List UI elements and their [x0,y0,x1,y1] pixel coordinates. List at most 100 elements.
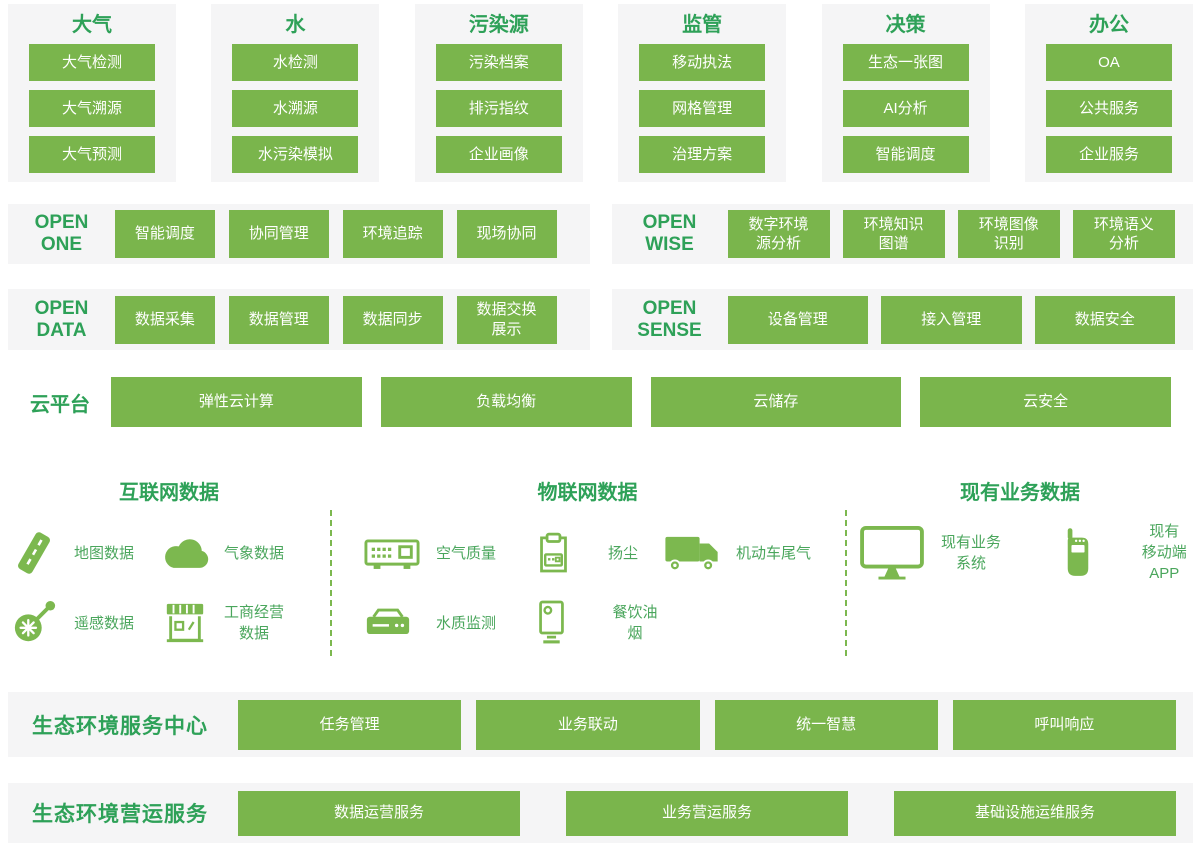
platform-box: 数字环境 源分析 [727,210,830,258]
platform-box: 智能调度 [115,210,215,258]
platform-box: 设备管理 [727,295,868,344]
road-icon [12,531,62,575]
dust-monitor-icon [536,532,596,575]
app-column: 监管移动执法网格管理治理方案 [618,4,787,182]
source-item: 机动车尾气 [664,525,845,581]
platform-label: OPEN SENSE [637,297,702,341]
app-box: 水污染模拟 [232,136,359,173]
source-item-label: 水质监测 [436,614,497,632]
source-item: 水质监测 [364,595,536,651]
source-item-label: 餐饮油烟 [612,604,658,642]
platform-box: 数据管理 [228,295,329,344]
source-item-label: 扬尘 [608,544,639,562]
truck-icon [664,534,724,572]
column-title: 决策 [885,14,926,36]
service-box: 业务联动 [476,699,700,750]
source-item: 地图数据 [12,525,162,581]
app-box: 排污指纹 [435,90,562,127]
column-title: 大气 [72,14,112,36]
app-box: 生态一张图 [842,44,969,81]
app-box: 大气溯源 [29,90,155,127]
store-icon [162,601,212,645]
column-title: 监管 [682,14,723,36]
source-group: 互联网数据地图数据 气象数据遥感数据 工商经营 数据 [8,450,330,651]
platform-items: 智能调度协同管理环境追踪现场协同 [115,210,590,258]
desktop-monitor-icon [859,525,929,581]
app-box: 水检测 [232,44,359,81]
app-box: 大气检测 [29,44,155,81]
band-service-items: 任务管理业务联动统一智慧呼叫响应 [238,699,1193,750]
operation-box: 业务营运服务 [566,790,848,836]
platform-row-1: OPEN ONE 智能调度协同管理环境追踪现场协同 OPEN WISE 数字环境 源分… [8,204,1193,264]
platform-panel-right: OPEN WISE 数字环境 源分析环境知识 图谱环境图像 识别环境语义 分析 [611,204,1194,264]
app-box: OA [1045,44,1172,81]
operation-band-label: 生态环境营运服务 [32,803,208,826]
source-item-label: 气象数据 [224,544,285,562]
source-item: 遥感数据 [12,595,162,651]
platform-box: 环境追踪 [342,210,443,258]
cloud-box: 弹性云计算 [111,377,362,427]
air-monitor-icon [364,535,424,572]
app-box: 治理方案 [639,136,766,173]
app-box: 智能调度 [842,136,969,173]
sources-section: 互联网数据地图数据 气象数据遥感数据 工商经营 数据 物联网数据空气质量 扬尘 机动车尾气… [0,450,1202,678]
source-group-title: 物联网数据 [537,482,638,504]
app-column: 污染源污染档案排污指纹企业画像 [414,4,583,182]
operation-band: 生态环境营运服务 数据运营服务业务营运服务基础设施运维服务 [8,783,1193,843]
platform-box: 环境知识 图谱 [842,210,945,258]
source-group: 现有业务数据现有业务 系统 现有 移动端APP [845,450,1195,584]
platform-label: OPEN ONE [34,212,89,255]
column-title: 污染源 [468,14,529,36]
dashed-divider [845,510,847,656]
platform-panel-left: OPEN ONE 智能调度协同管理环境追踪现场协同 [8,204,590,264]
cloud-box: 负载均衡 [380,377,632,427]
app-column: 大气大气检测大气溯源大气预测 [8,4,176,182]
column-title: 办公 [1088,14,1129,36]
column-title: 水 [285,14,306,36]
platform-box: 数据交换 展示 [456,295,557,344]
service-band-label: 生态环境服务中心 [32,714,208,738]
app-box: 水溯源 [232,90,359,127]
source-group-title: 现有业务数据 [960,482,1080,504]
service-band: 生态环境服务中心 任务管理业务联动统一智慧呼叫响应 [8,692,1193,757]
source-item: 现有 移动端APP [1064,521,1195,584]
platform-items: 数字环境 源分析环境知识 图谱环境图像 识别环境语义 分析 [727,210,1194,258]
dashed-divider [330,510,332,656]
service-box: 呼叫响应 [952,699,1176,750]
source-group-title: 互联网数据 [119,482,219,504]
platform-box: 协同管理 [228,210,329,258]
app-box: 移动执法 [639,44,766,81]
cloud-box: 云储存 [650,377,902,427]
source-item: 工商经营 数据 [162,595,330,651]
app-column: 办公 OA 公共服务企业服务 [1024,4,1193,182]
app-box: 企业画像 [435,136,562,173]
platform-box: 数据采集 [115,295,215,344]
app-box: 污染档案 [435,44,562,81]
cloud-items: 弹性云计算负载均衡云储存云安全 [111,377,1193,427]
source-item: 气象数据 [162,525,330,581]
platform-items: 数据采集数据管理数据同步数据交换 展示 [115,295,590,344]
app-box: 公共服务 [1045,90,1172,127]
platform-box: 数据同步 [342,295,443,344]
source-items: 空气质量 扬尘 机动车尾气水质监测 餐饮油烟 [364,525,845,651]
source-item-label: 机动车尾气 [736,544,812,562]
source-item-label: 现有 移动端APP [1141,523,1187,582]
platform-box: 环境图像 识别 [957,210,1060,258]
source-group: 物联网数据空气质量 扬尘 机动车尾气水质监测 餐饮油烟 [330,450,845,651]
service-box: 任务管理 [238,699,462,750]
source-item-label: 地图数据 [74,544,135,562]
cloud-icon [162,537,212,570]
app-box: 企业服务 [1045,136,1172,173]
band-operation-items: 数据运营服务业务营运服务基础设施运维服务 [238,790,1193,836]
source-items: 地图数据 气象数据遥感数据 工商经营 数据 [12,525,330,651]
source-item: 现有业务 系统 [859,521,1064,584]
source-item: 空气质量 [364,525,536,581]
platform-box: 环境语义 分析 [1072,210,1175,258]
platform-box: 接入管理 [881,295,1022,344]
apps-row: 大气大气检测大气溯源大气预测水水检测水溯源水污染模拟污染源污染档案排污指纹企业画… [8,4,1193,182]
platform-label: OPEN WISE [642,212,697,255]
source-item-label: 遥感数据 [74,614,135,632]
